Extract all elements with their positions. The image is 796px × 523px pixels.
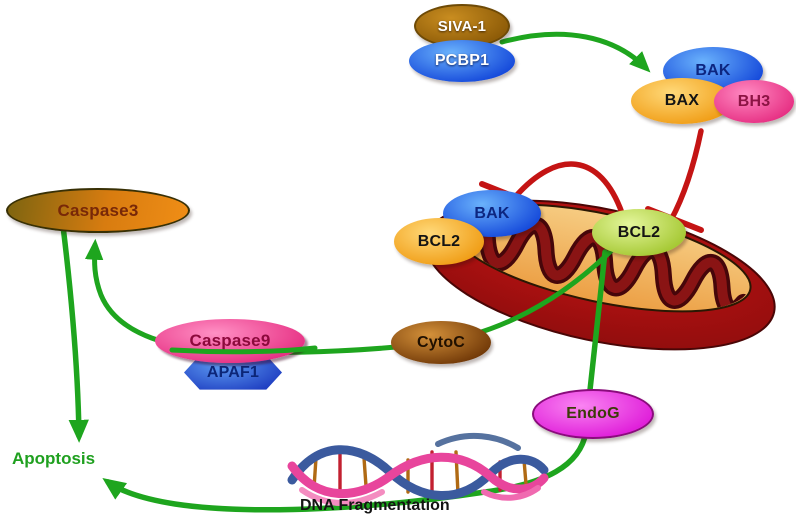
node-bh3: BH3 [714, 80, 794, 123]
node-cytoc: CytoC [391, 321, 491, 364]
dna-ribbon-blue [287, 445, 549, 500]
node-pcbp1-label: PCBP1 [434, 52, 490, 69]
node-endog-label: EndoG [566, 405, 620, 422]
node-caspase9-label: Caspase9 [189, 331, 271, 350]
node-siva1-label: SIVA-1 [437, 17, 487, 35]
node-apaf1-label: APAF1 [206, 363, 260, 381]
arrow-pcbp1-to-bak-complex [499, 31, 651, 73]
dna-fragmentation-label: DNA Fragmentation [300, 497, 450, 514]
node-endog: EndoG [532, 389, 654, 439]
dna-ribbon-pink [287, 452, 549, 498]
node-cytoc-label: CytoC [416, 333, 466, 351]
node-caspase9: Caspase9 [155, 319, 305, 363]
apoptosis-label: Apoptosis [12, 449, 96, 468]
node-bak-mito-label: BAK [474, 204, 510, 222]
node-bax-label: BAX [664, 92, 700, 109]
node-bh3-label: BH3 [737, 92, 771, 110]
arrow-caspase3-to-apoptosis [60, 223, 89, 443]
node-bcl2-mito: BCL2 [394, 218, 484, 265]
node-bcl2-right: BCL2 [592, 209, 686, 256]
node-caspase3-label: Caspase3 [57, 200, 139, 220]
dna-fragment-graphic [287, 432, 549, 506]
node-bak-complex-label: BAK [695, 62, 731, 79]
node-caspase3: Caspase3 [6, 188, 190, 233]
node-bcl2-mito-label: BCL2 [417, 232, 461, 250]
node-pcbp1: PCBP1 [409, 40, 515, 82]
node-bax: BAX [631, 78, 733, 124]
node-bcl2-right-label: BCL2 [617, 223, 661, 241]
